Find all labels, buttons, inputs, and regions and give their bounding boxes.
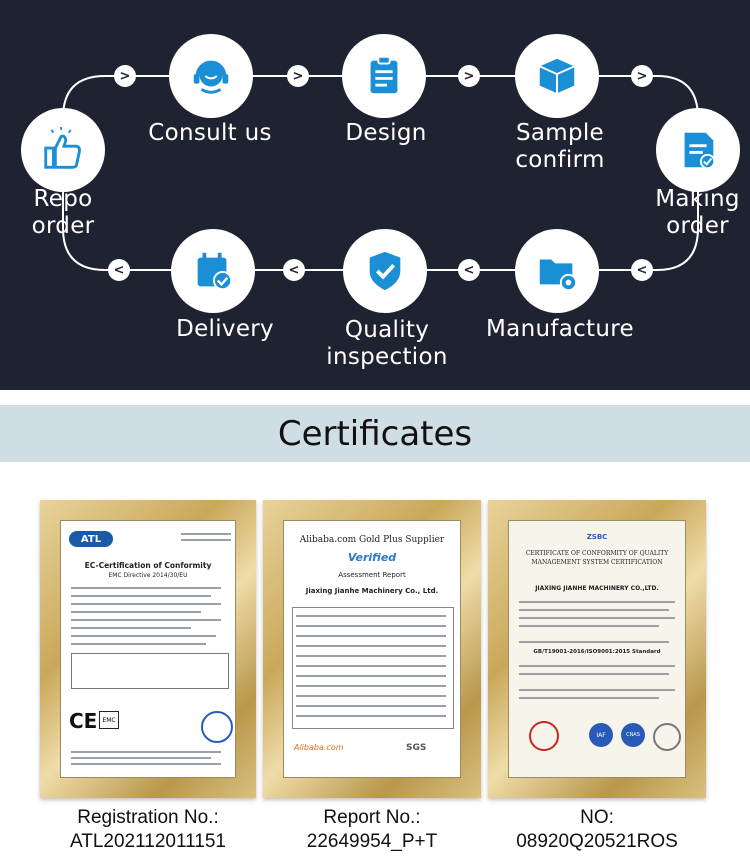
document-badge-icon xyxy=(684,132,716,170)
certificate-zsbc-caption: NO: 08920Q20521ROS xyxy=(488,806,706,854)
sample-step-label: Sample confirm xyxy=(515,120,605,173)
manufacture-step-label: Manufacture xyxy=(486,316,634,342)
quality-step-node xyxy=(343,229,427,313)
verified-badge: Verified xyxy=(347,551,397,564)
shield-check-icon xyxy=(369,251,401,291)
consult-step-label: Consult us xyxy=(148,120,272,146)
repo-order-step-label: Repo order xyxy=(31,186,95,239)
ce-mark: CE xyxy=(69,709,98,733)
accreditation-seal xyxy=(653,723,681,751)
order-process-panel: > > > > < < < < Consult us Design xyxy=(0,0,750,390)
certificates-title: Certificates xyxy=(277,413,473,454)
report-number: 22649954_P+T xyxy=(306,831,438,852)
certificate-subtitle: EMC Directive 2014/30/EU xyxy=(108,572,188,579)
thumbs-up-icon xyxy=(44,127,81,169)
cnas-logo: CNAS xyxy=(621,723,645,747)
arrow-left-icon: < xyxy=(458,259,480,281)
certificate-table xyxy=(71,653,229,689)
certificate-no-label: NO: xyxy=(580,807,614,828)
arrow-right-icon: > xyxy=(458,65,480,87)
certificate-frame-atl: ATL EC-Certification of Conformity EMC D… xyxy=(40,500,256,798)
certificate-seal xyxy=(201,711,233,743)
making-order-step-node xyxy=(656,108,740,192)
manufacture-step-node xyxy=(515,229,599,313)
certificate-standard: GB/T19001-2016/ISO9001:2015 Standard xyxy=(533,649,661,655)
company-name: Jiaxing Jianhe Machinery Co., Ltd. xyxy=(305,587,439,595)
design-step-node xyxy=(342,34,426,118)
arrow-right-icon: > xyxy=(287,65,309,87)
registration-number: ATL202112011151 xyxy=(69,831,226,852)
registration-label: Registration No.: xyxy=(77,807,219,828)
arrow-left-icon: < xyxy=(631,259,653,281)
certificate-atl-caption: Registration No.: ATL202112011151 xyxy=(40,806,256,854)
arrow-right-icon: > xyxy=(114,65,136,87)
design-step-label: Design xyxy=(345,120,427,146)
delivery-step-node xyxy=(171,229,255,313)
certificate-title: CERTIFICATE OF CONFORMITY OF QUALITY MAN… xyxy=(525,550,669,566)
making-order-step-label: Making order xyxy=(655,186,740,239)
repo-order-step-node xyxy=(21,108,105,192)
sgs-logo: SGS xyxy=(406,743,427,753)
consult-step-node xyxy=(169,34,253,118)
certificate-frame-zsbc: ZSBC CERTIFICATE OF CONFORMITY OF QUALIT… xyxy=(488,500,706,798)
headset-icon xyxy=(193,60,229,94)
sample-step-node xyxy=(515,34,599,118)
clipboard-icon xyxy=(370,55,398,94)
iaf-logo: IAF xyxy=(589,723,613,747)
certificate-frame-alibaba: Alibaba.com Gold Plus Supplier Verified … xyxy=(263,500,481,798)
folder-gear-icon xyxy=(539,259,578,292)
certificate-document: ATL EC-Certification of Conformity EMC D… xyxy=(60,520,236,778)
quality-step-label: Quality inspection xyxy=(326,317,448,370)
arrow-left-icon: < xyxy=(283,259,305,281)
assessment-table xyxy=(292,607,454,729)
arrow-right-icon: > xyxy=(631,65,653,87)
certificate-title: Assessment Report xyxy=(338,571,406,579)
certificates-heading-band: Certificates xyxy=(0,405,750,462)
report-label: Report No.: xyxy=(323,807,421,828)
box-icon xyxy=(539,58,575,94)
company-name: JIAXING JIANHE MACHINERY CO.,LTD. xyxy=(535,585,659,592)
certificate-number: 08920Q20521ROS xyxy=(516,831,678,852)
certificate-document: ZSBC CERTIFICATE OF CONFORMITY OF QUALIT… xyxy=(508,520,686,778)
certificate-document: Alibaba.com Gold Plus Supplier Verified … xyxy=(283,520,461,778)
certificate-title: EC-Certification of Conformity xyxy=(84,561,212,570)
red-seal xyxy=(529,721,559,751)
atl-logo: ATL xyxy=(69,531,113,547)
certificate-alibaba-caption: Report No.: 22649954_P+T xyxy=(263,806,481,854)
calendar-check-icon xyxy=(197,252,233,291)
arrow-left-icon: < xyxy=(108,259,130,281)
emc-mark: EMC xyxy=(99,711,119,729)
alibaba-logo: Alibaba.com xyxy=(294,743,344,752)
zsbc-logo: ZSBC xyxy=(586,533,608,541)
delivery-step-label: Delivery xyxy=(176,316,274,342)
certificate-header: Alibaba.com Gold Plus Supplier xyxy=(299,535,445,545)
